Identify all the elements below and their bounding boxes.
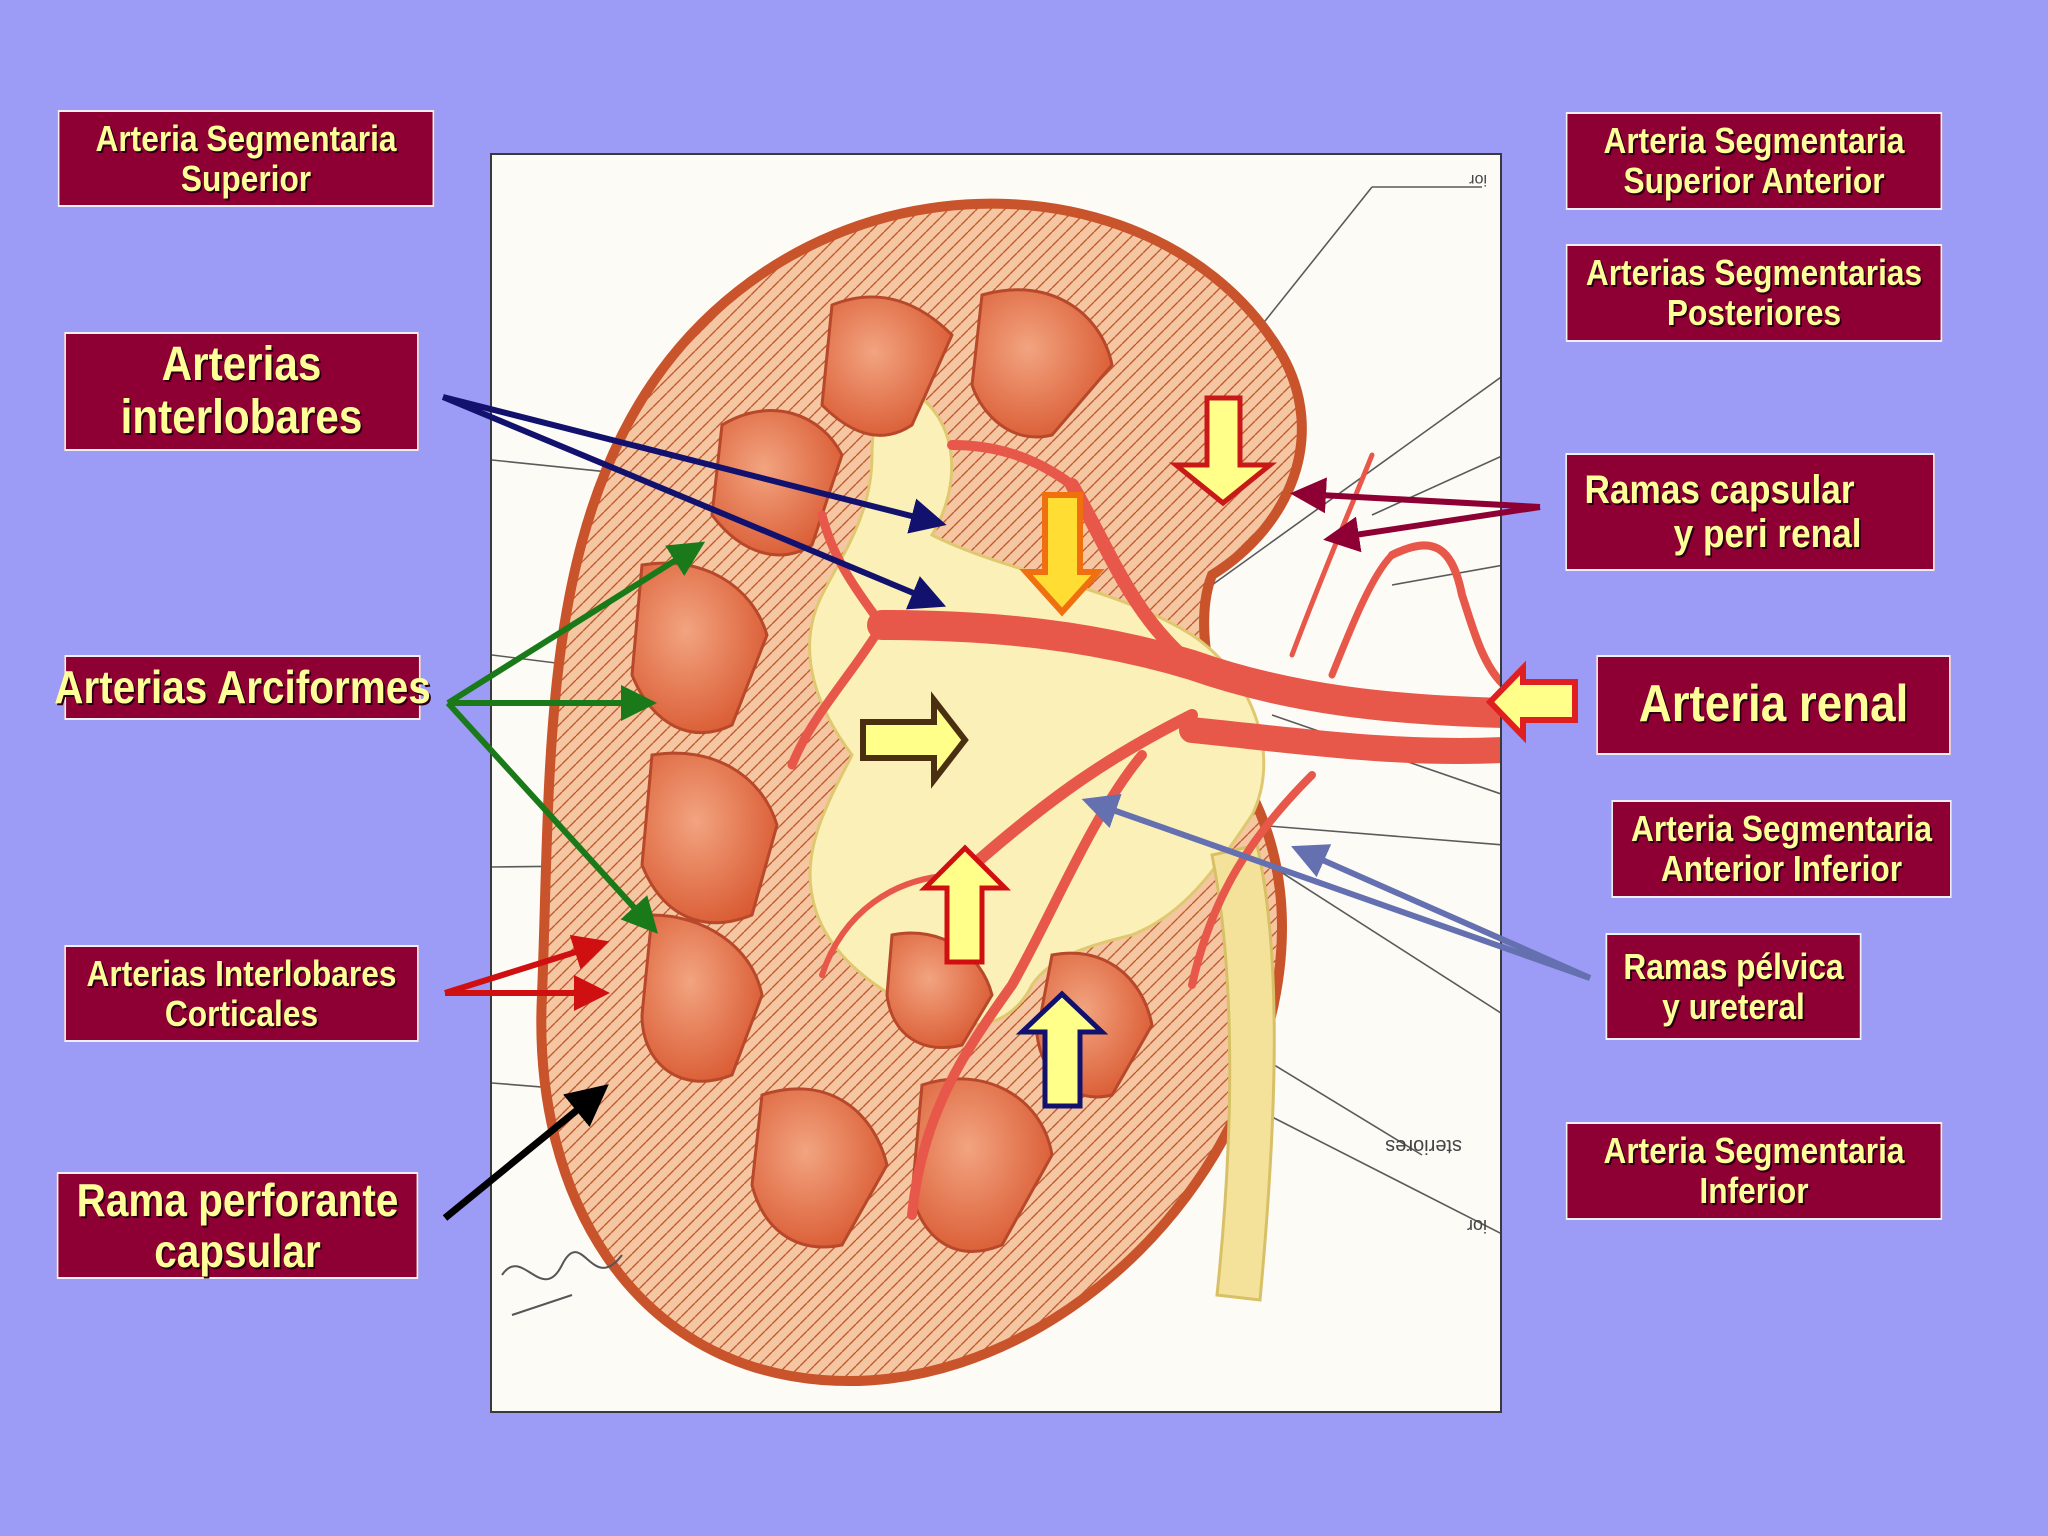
label-arterias-arciformes: Arterias Arciformes — [54, 655, 431, 720]
label-arteria-renal: Arteria renal — [1596, 655, 1951, 755]
figure-tag-bottom: ior — [1467, 1216, 1487, 1236]
block-arrow-arteria-renal — [1485, 660, 1578, 744]
kidney-illustration: ior steriores ior — [490, 153, 1502, 1413]
label-arteria-segmentaria-anterior-inferior: Arteria Segmentaria Anterior Inferior — [1611, 800, 1952, 898]
figure-tag-top: ior — [1469, 171, 1487, 188]
label-arteria-segmentaria-inferior: Arteria Segmentaria Inferior — [1565, 1122, 1943, 1220]
artist-signature — [501, 1251, 623, 1316]
label-arteria-segmentaria-superior-anterior: Arteria Segmentaria Superior Anterior — [1565, 112, 1943, 210]
label-arterias-interlobares: Arterias interlobares — [64, 332, 419, 451]
label-arterias-interlobares-corticales: Arterias Interlobares Corticales — [64, 945, 419, 1042]
label-rama-perforante-capsular: Rama perforante capsular — [56, 1172, 419, 1279]
kidney-drawing: ior steriores ior — [492, 171, 1500, 1387]
label-arterias-segmentarias-posteriores: Arterias Segmentarias Posteriores — [1565, 244, 1943, 342]
figure-tag-mid: steriores — [1385, 1135, 1462, 1157]
label-ramas-pelvica-ureteral: Ramas pélvica y ureteral — [1605, 933, 1862, 1040]
label-ramas-capsular-perirenal: Ramas capsular y peri renal — [1565, 453, 1935, 571]
label-arteria-segmentaria-superior: Arteria Segmentaria Superior — [57, 110, 435, 207]
